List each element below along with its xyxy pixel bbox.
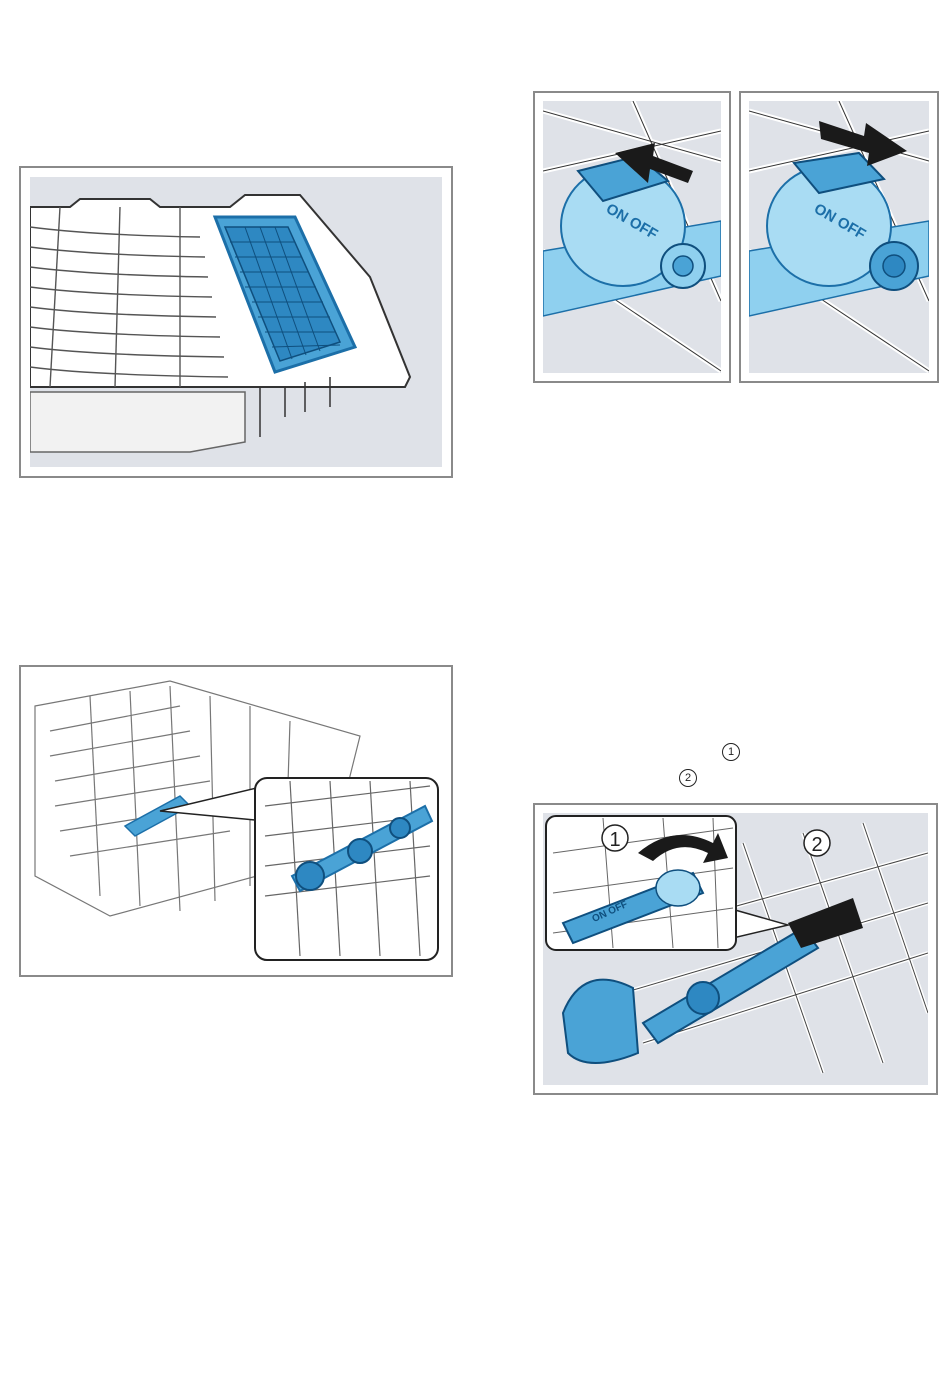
arrow-push-icon: [788, 898, 863, 948]
step2-number: 2: [811, 834, 822, 856]
figure-upper-rack-detail: [19, 665, 453, 977]
step-marker-1: 1: [722, 743, 740, 761]
figure-cutlery-tray: [19, 166, 453, 478]
figure-valve-on: ON OFF: [533, 91, 731, 383]
step-marker-2: 2: [679, 769, 697, 787]
valve-on-illustration: ON OFF: [543, 101, 721, 373]
figure-two-step: 2 ON OFF 1: [533, 803, 938, 1095]
valve-off-illustration: ON OFF: [749, 101, 929, 373]
two-step-illustration: 2 ON OFF 1: [543, 813, 928, 1085]
cutlery-tray-illustration: [30, 177, 442, 467]
step1-number: 1: [609, 829, 620, 851]
figure-valve-off: ON OFF: [739, 91, 939, 383]
upper-rack-illustration: [30, 676, 442, 966]
